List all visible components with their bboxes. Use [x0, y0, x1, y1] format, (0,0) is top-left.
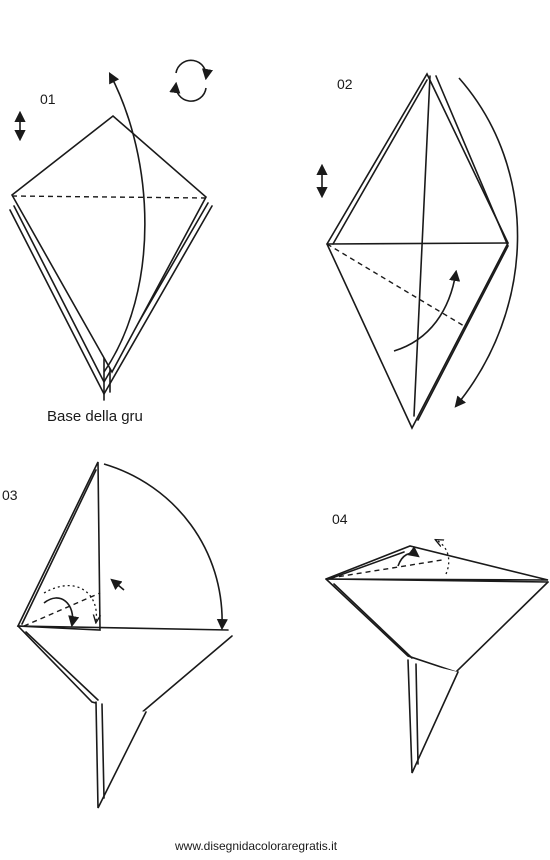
- inside-fold-arrow-icon: [393, 269, 461, 352]
- flattened-top-shape: [325, 545, 549, 581]
- footer-website: www.disegnidacoloraregratis.it: [174, 839, 338, 853]
- step-04-number: 04: [332, 511, 348, 527]
- dotted-small-arrow-icon: [436, 540, 450, 575]
- fold-back-arrow-icon: [454, 77, 519, 408]
- step-04-diagram: 04: [325, 511, 549, 774]
- lower-point-shape: [95, 701, 147, 809]
- turn-over-icon: [169, 59, 213, 102]
- reverse-fold-line: [23, 592, 101, 627]
- base-kite-shape: [10, 114, 208, 374]
- step-02-number: 02: [337, 76, 353, 92]
- step-01-number: 01: [40, 91, 56, 107]
- step-02-diagram: 02: [316, 72, 519, 430]
- fold-up-small-arrow-icon: [397, 546, 420, 567]
- elongated-kite-shape: [326, 72, 509, 430]
- lower-point-shape-4: [407, 659, 459, 774]
- dotted-fold-arrow-icon: [43, 585, 96, 622]
- fold-down-arrow-icon: [103, 463, 228, 631]
- top-fold-line: [329, 559, 443, 579]
- step-03-number: 03: [2, 487, 18, 503]
- fold-up-arrow-icon: [103, 72, 146, 373]
- step-01-caption: Base della gru: [47, 408, 143, 425]
- pointer-arrow-icon: [110, 578, 125, 591]
- step-01-diagram: 01 Base della gru: [9, 59, 213, 425]
- step-03-diagram: 03: [2, 461, 233, 809]
- reverse-fold-arrow-icon: [43, 597, 80, 628]
